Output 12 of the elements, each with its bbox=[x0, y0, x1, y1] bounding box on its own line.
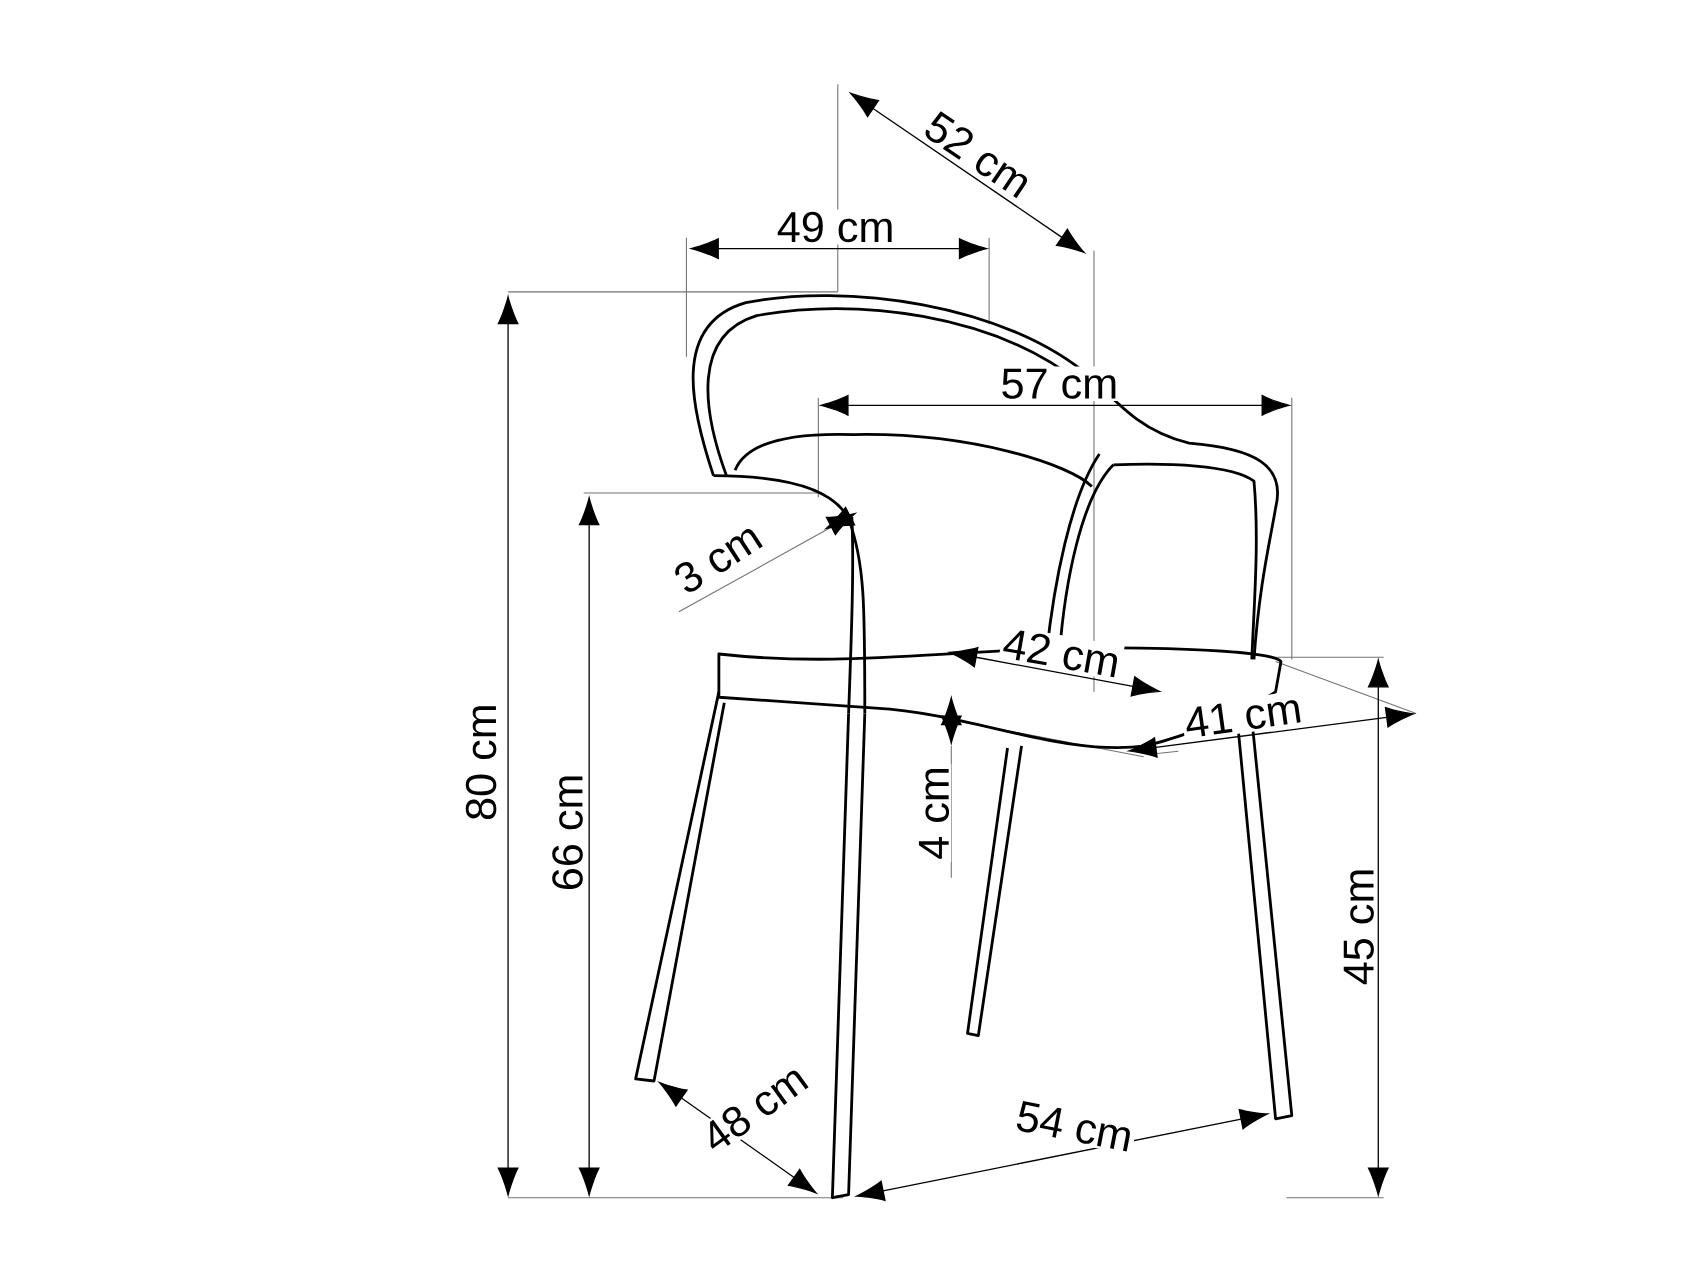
dimension-label: 49 cm bbox=[774, 209, 897, 245]
dimension-label: 4 cm bbox=[916, 763, 952, 862]
dimension-label: 45 cm bbox=[1341, 865, 1377, 988]
dimension-label: 41 cm bbox=[1180, 689, 1306, 742]
dimension-label: 48 cm bbox=[694, 1057, 815, 1158]
dimension-label: 52 cm bbox=[917, 105, 1039, 204]
dimension-label: 57 cm bbox=[998, 366, 1121, 401]
dimension-label: 42 cm bbox=[998, 625, 1125, 681]
dimension-label: 54 cm bbox=[1011, 1097, 1138, 1155]
dimension-label: 66 cm bbox=[550, 771, 585, 894]
dimension-label: 80 cm bbox=[463, 700, 499, 824]
dimension-label: 3 cm bbox=[667, 516, 769, 600]
